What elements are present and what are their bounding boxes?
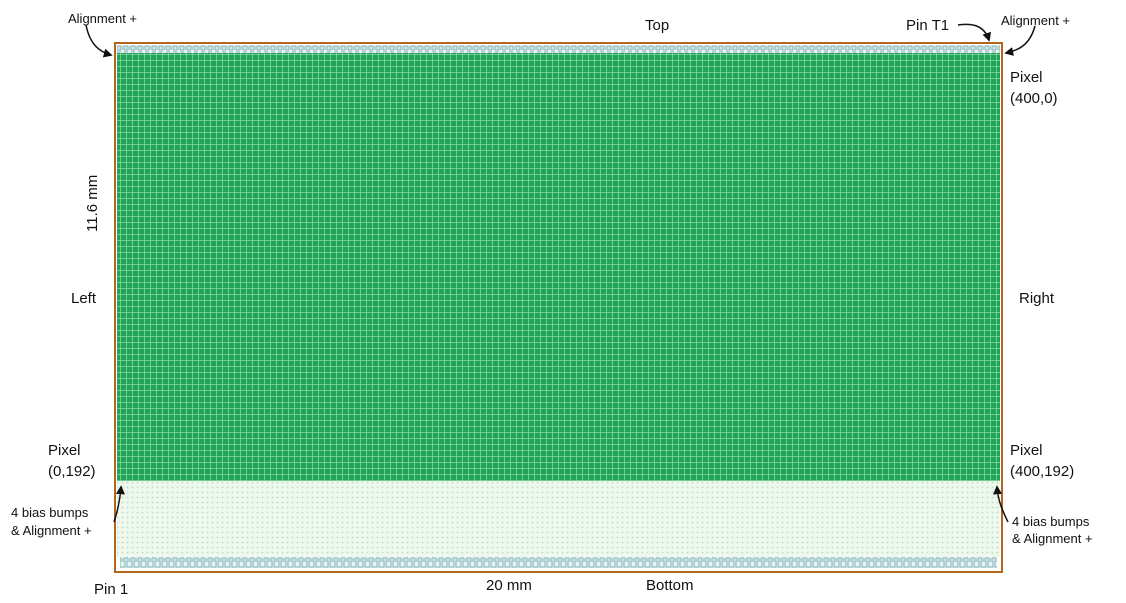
periphery-area [117,481,1000,557]
height-dimension-label: 11.6 mm [84,174,101,232]
pixel-400-192-line1: Pixel [1010,442,1043,459]
pixel-0-192-line1: Pixel [48,442,81,459]
bias-left-line2: & Alignment + [11,523,92,538]
pixel-400-0-line2: (400,0) [1010,90,1058,107]
pin-t1-label: Pin T1 [906,17,950,34]
pin-1-label: Pin 1 [94,581,129,598]
bias-right-line1: 4 bias bumps [1012,514,1090,529]
alignment-top-right-label: Alignment + [1001,13,1071,28]
arrow-bias-left [113,485,125,523]
pixel-matrix [117,53,1000,481]
bias-left-line1: 4 bias bumps [11,505,89,520]
arrow-bias-right [993,485,1009,523]
left-label: Left [71,290,97,307]
bottom-label: Bottom [646,577,694,594]
arrow-alignment-top-left [85,24,113,58]
arrow-pin-t1 [957,23,991,42]
bottom-pad-row [120,557,997,568]
pixel-400-192-line2: (400,192) [1010,463,1075,480]
top-label: Top [645,17,670,34]
arrow-alignment-top-right [1004,25,1036,56]
width-dimension-label: 20 mm [486,577,532,594]
top-pad-row [117,45,1000,53]
right-label: Right [1019,290,1055,307]
pixel-400-0-line1: Pixel [1010,69,1043,86]
bias-right-line2: & Alignment + [1012,531,1093,546]
pixel-0-192-line2: (0,192) [48,463,96,480]
alignment-top-left-label: Alignment + [68,11,138,26]
